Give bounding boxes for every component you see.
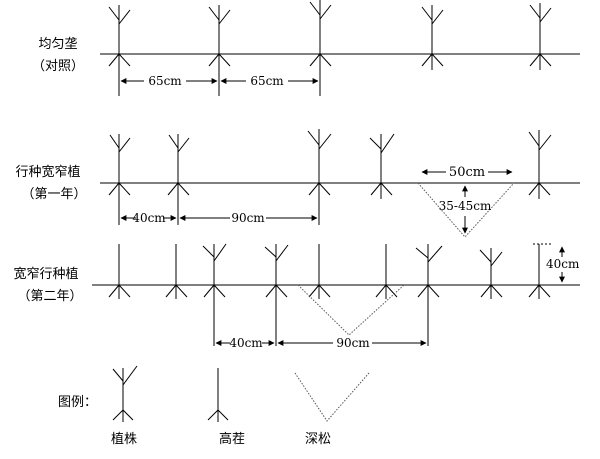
row3-stubble-3 xyxy=(308,244,331,299)
row3-dim-label-90: 90cm xyxy=(336,336,370,350)
row1-plant-5 xyxy=(529,3,552,70)
row3-height-label: 40cm xyxy=(546,257,580,271)
row2-subsoil-v xyxy=(417,182,515,238)
row2-dim-label-50: 50cm xyxy=(449,165,485,180)
legend-plant-label: 植株 xyxy=(111,432,137,447)
row3-plant-3 xyxy=(415,244,443,299)
row-first-year: 行种宽窄植 （第一年） xyxy=(15,129,580,238)
legend-title: 图例： xyxy=(58,395,97,410)
row-uniform-ridge: 均匀垄 （对照） xyxy=(32,0,580,96)
row2-label-line2: （第一年） xyxy=(21,187,86,202)
row3-label-line2: （第二年） xyxy=(17,289,82,304)
row3-plant-1 xyxy=(202,243,227,299)
row2-label-line1: 行种宽窄植 xyxy=(15,164,80,180)
row1-plant-3 xyxy=(309,0,332,70)
legend-stubble-icon xyxy=(207,368,229,422)
row3-label-line1: 宽窄行种植 xyxy=(13,266,78,282)
row2-dim-label-90: 90cm xyxy=(231,211,265,225)
row2-plant-5 xyxy=(528,130,552,199)
legend-subsoil-icon xyxy=(294,372,370,422)
row3-stubble-5 xyxy=(528,244,551,299)
row2-dim-label-depth: 35-45cm xyxy=(439,199,492,213)
row1-plant-2 xyxy=(208,5,231,70)
legend-stubble-label: 高茬 xyxy=(219,431,245,447)
row2-plant-4 xyxy=(369,133,395,199)
row1-dim-label-2: 65cm xyxy=(250,74,284,88)
row1-plant-4 xyxy=(421,5,444,70)
row1-label-line1: 均匀垄 xyxy=(38,37,77,52)
row1-plant-1 xyxy=(108,5,131,70)
legend-subsoil-label: 深松 xyxy=(305,432,331,447)
row3-plant-4 xyxy=(479,248,503,299)
row3-dim-label-40: 40cm xyxy=(229,336,263,350)
row2-plant-3 xyxy=(307,129,332,199)
legend-plant-icon xyxy=(112,365,138,422)
row3-plant-2 xyxy=(264,244,289,299)
row2-plant-1 xyxy=(108,134,131,199)
row3-stubble-1 xyxy=(108,244,131,299)
row1-label-line2: （对照） xyxy=(32,59,84,74)
row-second-year: 宽窄行种植 （第二年） xyxy=(13,243,580,350)
row3-stubble-4 xyxy=(375,244,398,299)
row2-plant-2 xyxy=(167,134,190,199)
legend: 图例： 植株 高茬 深松 xyxy=(58,365,370,447)
row2-dim-label-40: 40cm xyxy=(132,211,166,225)
row3-subsoil-v xyxy=(297,284,405,336)
row3-stubble-2 xyxy=(165,244,188,299)
row1-dim-label-1: 65cm xyxy=(148,74,182,88)
